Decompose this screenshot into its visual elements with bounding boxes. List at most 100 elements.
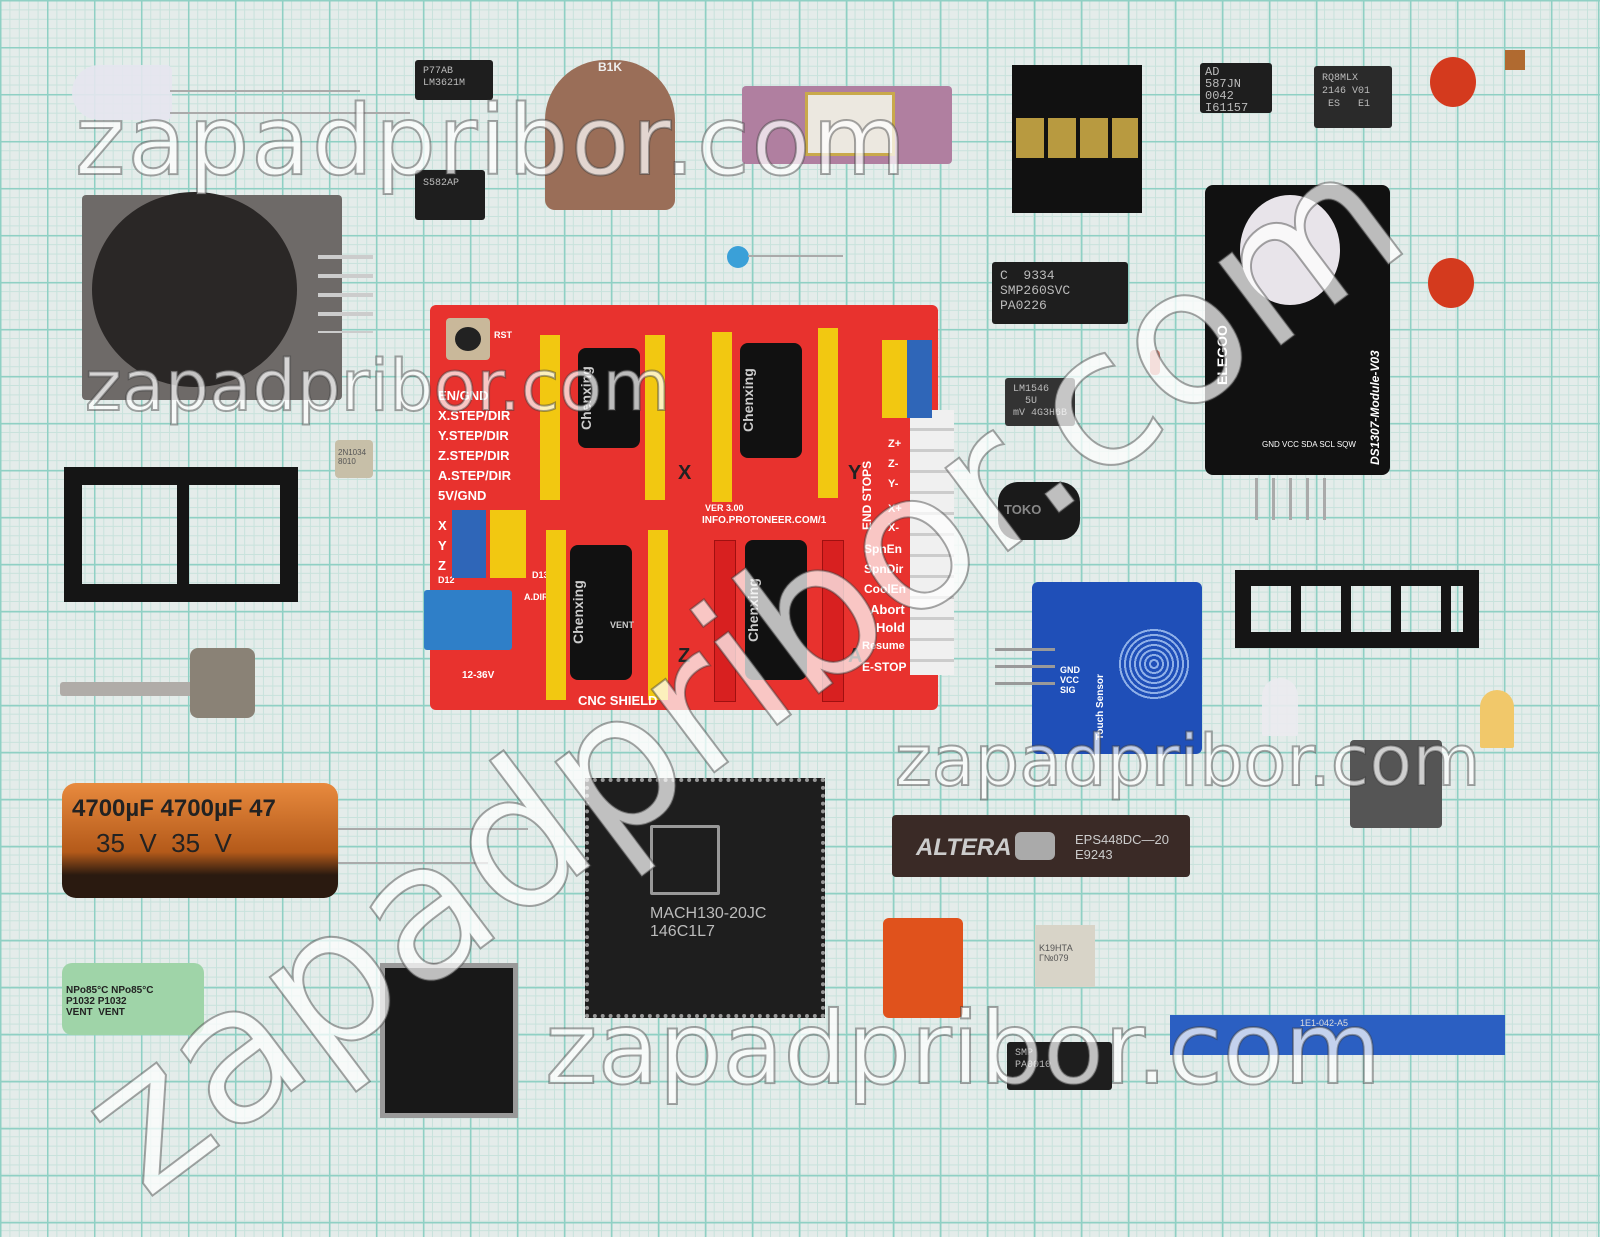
potentiometer-label: B1K bbox=[598, 60, 623, 74]
cnc-axis-x: X bbox=[438, 518, 447, 533]
capacitor-lead bbox=[748, 255, 843, 257]
big-cap-label: 4700µF 4700µF 47 bbox=[72, 795, 276, 822]
cnc-right-abort: Abort bbox=[870, 602, 905, 617]
cnc-right-yminus: Y- bbox=[888, 478, 899, 490]
blue-pcb-strip bbox=[1170, 1015, 1505, 1055]
driver-header bbox=[818, 328, 838, 498]
watermark: zapadpribor.com bbox=[894, 719, 1481, 803]
led-lead bbox=[170, 90, 360, 92]
cap-lead bbox=[338, 828, 528, 830]
ic-bottom: SMP PA0010 bbox=[1007, 1042, 1112, 1090]
mach-label: MACH130-20JC 146C1L7 bbox=[650, 905, 767, 940]
shaft-potentiometer bbox=[60, 682, 200, 696]
joystick-pins bbox=[318, 255, 373, 333]
screw-terminal[interactable] bbox=[424, 590, 512, 650]
electrolytic-capacitor-4700uf bbox=[62, 783, 338, 898]
cnc-right-coolen: CoolEn bbox=[864, 582, 906, 596]
driver-header bbox=[712, 332, 732, 502]
led-yellow bbox=[1480, 690, 1514, 748]
cnc-d13: D13 bbox=[532, 570, 549, 580]
potentiometer bbox=[545, 60, 675, 210]
cnc-axis-z: Z bbox=[438, 558, 446, 573]
power-label: 12-36V bbox=[462, 670, 495, 681]
glass-diode bbox=[1150, 350, 1160, 375]
rtc-model: DS1307-Module-V03 bbox=[1368, 350, 1382, 465]
green-capacitor bbox=[62, 963, 204, 1035]
cnc-label-a: A.STEP/DIR bbox=[438, 468, 511, 483]
driver-y-label: Y bbox=[848, 462, 862, 484]
rtc-pin-labels: GND VCC SDA SCL SQW bbox=[1262, 440, 1356, 449]
optical-array-windows bbox=[1016, 118, 1138, 158]
ceramic-ic-lid bbox=[805, 92, 895, 156]
reset-label: RST bbox=[494, 330, 512, 340]
cnc-right-spndir: SpnDir bbox=[864, 562, 904, 576]
driver-z-label: Z bbox=[678, 645, 691, 667]
blue-jumpers[interactable] bbox=[452, 510, 486, 578]
cnc-right-hold: Hold bbox=[876, 620, 905, 635]
cap-vent-label: VENT bbox=[610, 620, 635, 630]
joystick-knob[interactable] bbox=[92, 192, 297, 387]
cnc-label-x: X.STEP/DIR bbox=[438, 408, 511, 423]
driver-header bbox=[540, 335, 560, 500]
driver-header bbox=[546, 530, 566, 700]
metal-transistor: 2N1034 8010 bbox=[335, 440, 373, 478]
ic-smp260: C 9334 SMP260SVC PA0226 bbox=[992, 262, 1128, 324]
cnc-shield-board bbox=[430, 305, 938, 710]
dip-socket-28 bbox=[1235, 570, 1479, 648]
watermark: zapadpribor.com bbox=[544, 989, 1382, 1108]
endstop-header[interactable] bbox=[910, 410, 954, 675]
altera-logo: ALTERA bbox=[916, 834, 1012, 861]
eprom-window bbox=[1015, 832, 1055, 860]
cnc-right-zminus: Z- bbox=[888, 458, 899, 470]
smd-ic-lm3621: P77AB LM3621M bbox=[415, 60, 493, 100]
url-label: INFO.PROTONEER.COM/1 bbox=[702, 515, 827, 526]
reset-button[interactable] bbox=[446, 318, 490, 360]
ceramic-capacitor bbox=[1428, 258, 1474, 308]
hybrid-ic bbox=[1350, 740, 1442, 828]
inductor bbox=[998, 482, 1080, 540]
cnc-right-spnen: SpnEn bbox=[864, 542, 902, 556]
hybrid-module bbox=[380, 963, 518, 1118]
ic-lm1546: LM1546 5U mV 4G3H6B bbox=[1005, 378, 1075, 426]
dip-socket-24 bbox=[64, 467, 298, 602]
yellow-jumpers[interactable] bbox=[490, 510, 526, 578]
cnc-adir: A.DIR bbox=[524, 592, 549, 602]
cnc-label-en: EN/GND bbox=[438, 388, 489, 403]
amd-logo bbox=[650, 825, 720, 895]
driver-a-label: A bbox=[848, 645, 863, 667]
cnc-right-estop: E-STOP bbox=[862, 660, 907, 674]
big-cap-voltage: 35 V 35 V bbox=[96, 828, 232, 858]
cnc-d12: D12 bbox=[438, 575, 455, 585]
driver-header-red bbox=[714, 540, 736, 702]
touch-pad[interactable] bbox=[1118, 628, 1190, 700]
ic-rq8mlx: RQ8MLX 2146 V01 ES E1 bbox=[1314, 66, 1392, 128]
inductor-label: TOKO bbox=[1004, 502, 1042, 517]
blue-capacitor bbox=[727, 246, 749, 268]
touch-pin-labels: GND VCC SIG bbox=[1060, 665, 1080, 695]
cap-lead bbox=[338, 862, 488, 864]
blue-strip-label: 1E1-042-A5 bbox=[1300, 1018, 1349, 1028]
version-label: VER 3.00 bbox=[705, 503, 744, 513]
smd-capacitor-small bbox=[1505, 50, 1525, 70]
plcc-ic-mach130 bbox=[585, 778, 825, 1018]
uart-header[interactable] bbox=[882, 340, 932, 418]
cnc-label-5v: 5V/GND bbox=[438, 488, 487, 503]
driver-header bbox=[648, 530, 668, 700]
board-name-label: CNC SHIELD bbox=[578, 693, 658, 708]
watermark: zapadpribor.com bbox=[84, 344, 671, 428]
metal-relay: K19НТА Г№079 bbox=[1035, 925, 1095, 987]
cnc-axis-y: Y bbox=[438, 538, 447, 553]
cnc-label-z: Z.STEP/DIR bbox=[438, 448, 510, 463]
cnc-right-xminus: X- bbox=[888, 522, 899, 534]
ceramic-capacitor bbox=[1430, 57, 1476, 107]
coin-cell bbox=[1240, 195, 1340, 305]
cnc-right-xplus: X+ bbox=[888, 503, 902, 515]
rtc-header-pins bbox=[1255, 478, 1340, 520]
cnc-label-y: Y.STEP/DIR bbox=[438, 428, 509, 443]
driver-header bbox=[645, 335, 665, 500]
electrolytic-capacitor: Chenxing bbox=[740, 343, 802, 458]
touch-header-pins bbox=[995, 648, 1055, 692]
cnc-right-zplus: Z+ bbox=[888, 438, 902, 450]
driver-x-label: X bbox=[678, 462, 692, 484]
altera-part: EPS448DC—20 E9243 bbox=[1075, 832, 1169, 862]
